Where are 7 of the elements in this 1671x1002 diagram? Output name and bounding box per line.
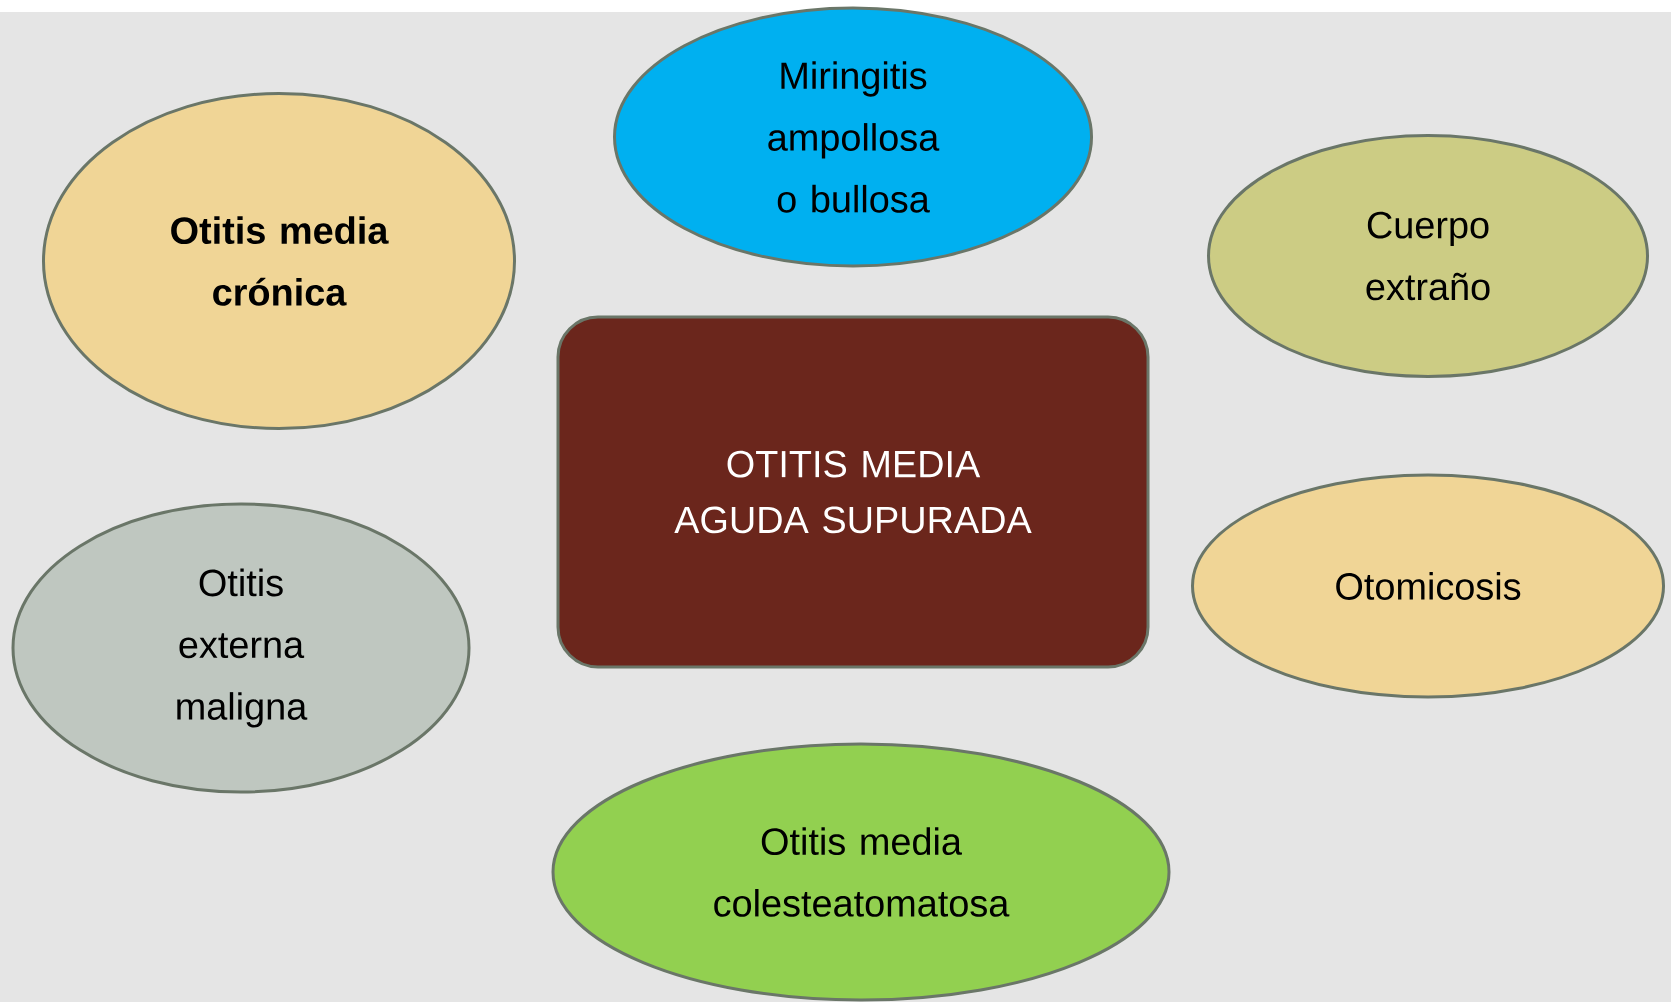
- ellipse-node: Otomicosis: [1191, 473, 1665, 699]
- ellipse-node: Otitis externa maligna: [11, 502, 471, 794]
- ellipse-node: Cuerpo extraño: [1207, 134, 1649, 378]
- ellipse-node: Otitis media colesteatomatosa: [551, 742, 1171, 1002]
- ellipse-node: Miringitis ampollosa o bullosa: [613, 6, 1093, 268]
- ellipse-node: Otitis media crónica: [42, 92, 516, 430]
- rounded-box: OTITIS MEDIA AGUDA SUPURADA: [556, 315, 1150, 669]
